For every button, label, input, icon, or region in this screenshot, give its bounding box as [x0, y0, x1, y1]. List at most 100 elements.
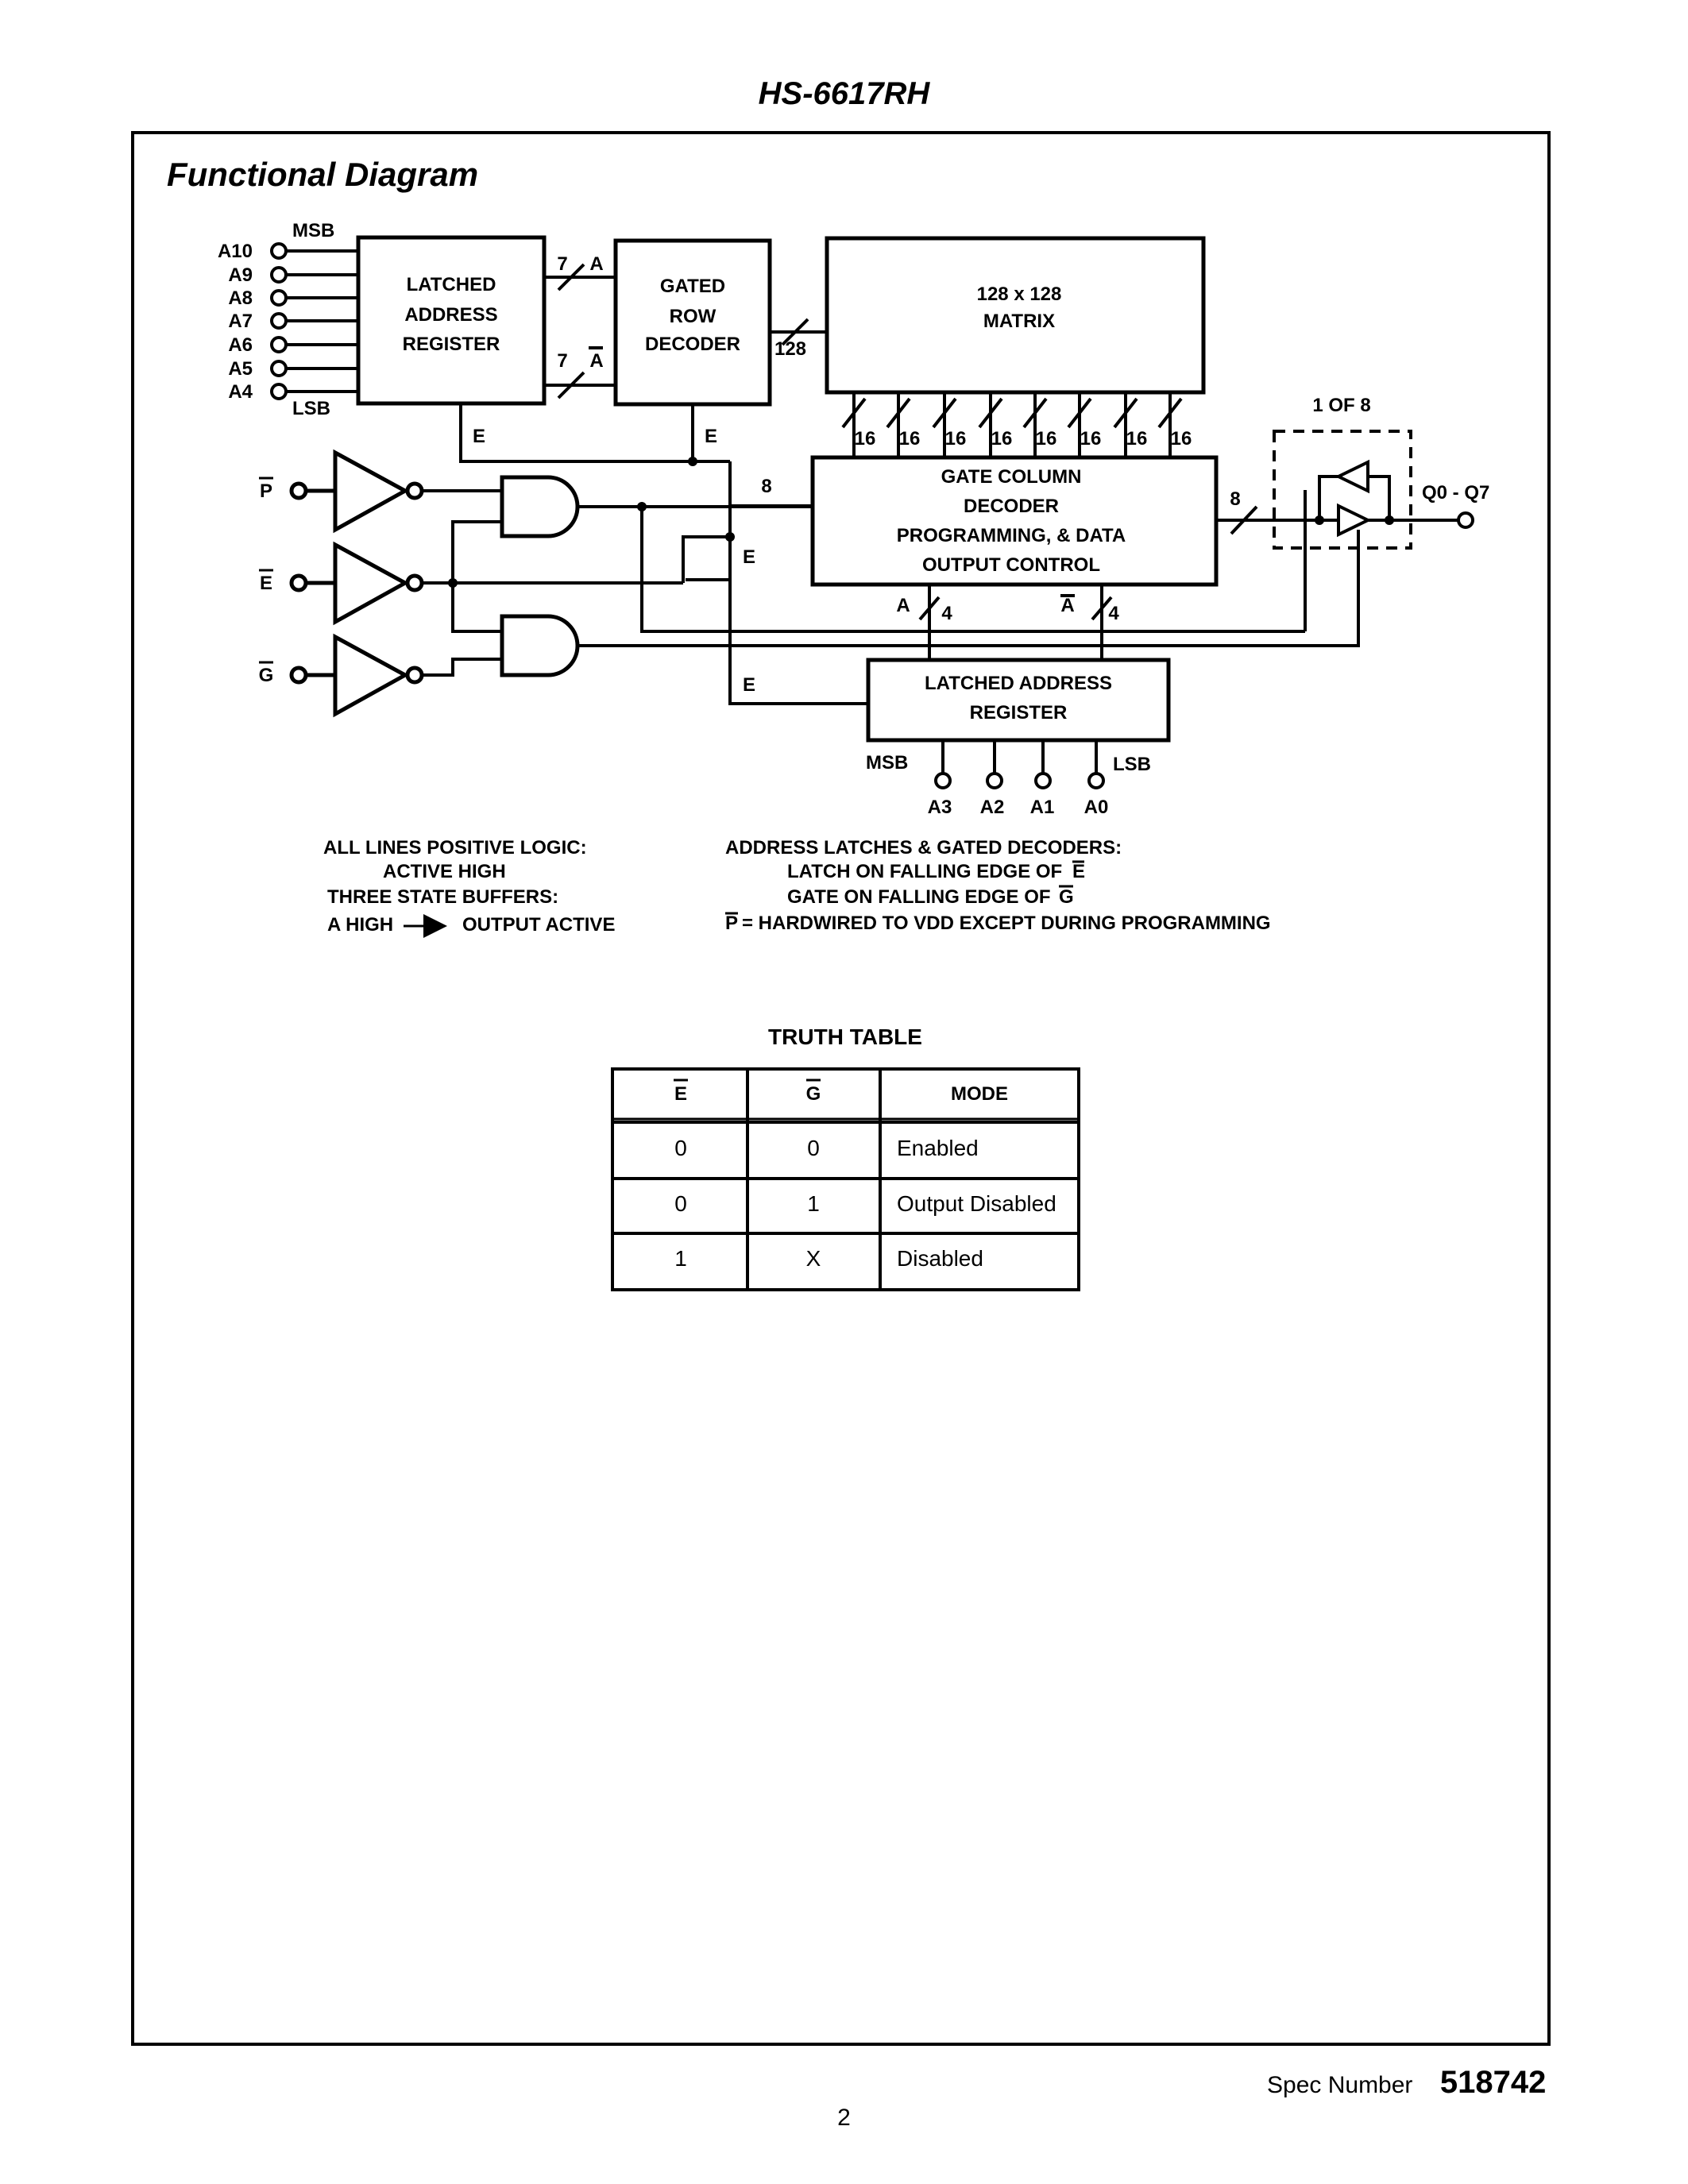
e-label-gcd: E — [743, 546, 755, 568]
output-pin — [1457, 511, 1474, 529]
tt-r1-mode: Enabled — [897, 1136, 979, 1160]
document-title: HS-6617RH — [758, 76, 930, 111]
pin-a6: A6 — [228, 334, 253, 356]
tt-header-g: G — [806, 1083, 821, 1105]
bus-16-2: 16 — [899, 428, 921, 450]
truth-table-title: TRUTH TABLE — [768, 1024, 922, 1049]
gcd-text-4: OUTPUT CONTROL — [922, 554, 1100, 576]
bus-a-upper: A — [589, 253, 603, 275]
tt-header-mode: MODE — [951, 1083, 1008, 1105]
note-left-4b: OUTPUT ACTIVE — [462, 914, 615, 936]
gcd-text-2: DECODER — [964, 496, 1059, 517]
sig-e-label: E — [260, 573, 272, 594]
e-label-lar: E — [473, 426, 485, 447]
e-label-lar2: E — [743, 674, 755, 696]
e-label-grd: E — [705, 426, 717, 447]
gcd-text-3: PROGRAMMING, & DATA — [897, 525, 1126, 546]
matrix-block — [825, 236, 1206, 395]
bus-16-4: 16 — [991, 428, 1013, 450]
tt-r3-g: X — [806, 1246, 821, 1271]
pin-a0: A0 — [1084, 797, 1109, 818]
note-right-3: GATE ON FALLING EDGE OF — [787, 886, 1051, 908]
grd-text-1: GATED — [660, 276, 725, 297]
note-right-2: LATCH ON FALLING EDGE OF — [787, 861, 1062, 882]
spec-number-value: 518742 — [1439, 2065, 1547, 2100]
sig-g-label: G — [259, 665, 274, 686]
note-left-2: ACTIVE HIGH — [383, 861, 506, 882]
tt-r2-e: 0 — [674, 1191, 687, 1216]
note-right-2-e: E — [1072, 861, 1085, 882]
pin-a10: A10 — [218, 241, 253, 262]
pin-a2: A2 — [980, 797, 1005, 818]
bus-16-7: 16 — [1126, 428, 1148, 450]
matrix-label: MATRIX — [983, 311, 1055, 332]
note-right-3-g: G — [1059, 886, 1074, 908]
junction-e-top — [688, 457, 697, 466]
latched-address-register-column — [866, 658, 1171, 743]
bus-8-out: 8 — [1230, 488, 1240, 510]
section-title: Functional Diagram — [167, 156, 478, 193]
msb-label-col: MSB — [866, 752, 908, 774]
page-number: 2 — [837, 2105, 851, 2131]
pin-a7: A7 — [228, 311, 253, 332]
grd-text-3: DECODER — [645, 334, 740, 355]
lar-text-3: REGISTER — [403, 334, 500, 355]
junction-and1-out — [637, 502, 647, 511]
tt-r3-mode: Disabled — [897, 1246, 983, 1271]
diagram-frame — [131, 131, 1551, 2046]
tt-header-e: E — [674, 1083, 687, 1105]
lar2-text-2: REGISTER — [970, 702, 1068, 723]
junction-e-buffer — [448, 578, 458, 588]
note-right-1: ADDRESS LATCHES & GATED DECODERS: — [725, 837, 1122, 859]
pin-a3: A3 — [928, 797, 952, 818]
tt-r3-e: 1 — [674, 1246, 687, 1271]
pin-a4: A4 — [228, 381, 253, 403]
bus-16-3: 16 — [945, 428, 967, 450]
col-bus-4-abar: 4 — [1108, 603, 1119, 624]
col-bus-abar: A — [1060, 595, 1074, 616]
col-bus-a: A — [896, 595, 910, 616]
tt-r1-e: 0 — [674, 1136, 687, 1160]
gcd-text-1: GATE COLUMN — [941, 466, 1082, 488]
lar-text-2: ADDRESS — [404, 304, 497, 326]
bus-16-5: 16 — [1036, 428, 1057, 450]
bus-16-6: 16 — [1080, 428, 1102, 450]
outputs-label: Q0 - Q7 — [1422, 482, 1489, 504]
matrix-size: 128 x 128 — [977, 284, 1062, 305]
lar2-text-1: LATCHED ADDRESS — [925, 673, 1112, 694]
junction-out-right — [1385, 515, 1394, 525]
tt-r1-g: 0 — [807, 1136, 820, 1160]
spec-number-block: Spec Number 518742 — [1267, 2065, 1546, 2101]
spec-number-label: Spec Number — [1267, 2072, 1413, 2098]
sig-p-label: P — [260, 480, 272, 502]
note-right-4-p: P — [725, 913, 738, 934]
bus-8-in: 8 — [761, 476, 771, 497]
lar-text-1: LATCHED — [407, 274, 496, 295]
bus-16-8: 16 — [1171, 428, 1192, 450]
bus-128: 128 — [774, 338, 806, 360]
grd-text-2: ROW — [670, 306, 717, 327]
tt-r2-g: 1 — [807, 1191, 820, 1216]
latched-address-register-row — [356, 235, 547, 406]
pin-a5: A5 — [228, 358, 253, 380]
lsb-label-col: LSB — [1113, 754, 1151, 775]
msb-label: MSB — [292, 220, 334, 241]
one-of-8-label: 1 OF 8 — [1312, 395, 1370, 416]
bus-7-upper: 7 — [557, 253, 567, 275]
col-bus-4-a: 4 — [941, 603, 952, 624]
note-left-3: THREE STATE BUFFERS: — [327, 886, 558, 908]
note-right-4: = HARDWIRED TO VDD EXCEPT DURING PROGRAM… — [742, 913, 1271, 934]
note-left-1: ALL LINES POSITIVE LOGIC: — [323, 837, 587, 859]
output-buffer-box — [1273, 430, 1412, 550]
tt-r2-mode: Output Disabled — [897, 1191, 1056, 1216]
junction-out-left — [1315, 515, 1324, 525]
pin-a1: A1 — [1030, 797, 1055, 818]
bus-7-lower: 7 — [557, 350, 567, 372]
bus-16-1: 16 — [855, 428, 876, 450]
pin-a9: A9 — [228, 264, 253, 286]
pin-a8: A8 — [228, 287, 253, 309]
note-left-4a: A HIGH — [327, 914, 393, 936]
bus-abar-lower: A — [589, 350, 603, 372]
lsb-label: LSB — [292, 398, 330, 419]
